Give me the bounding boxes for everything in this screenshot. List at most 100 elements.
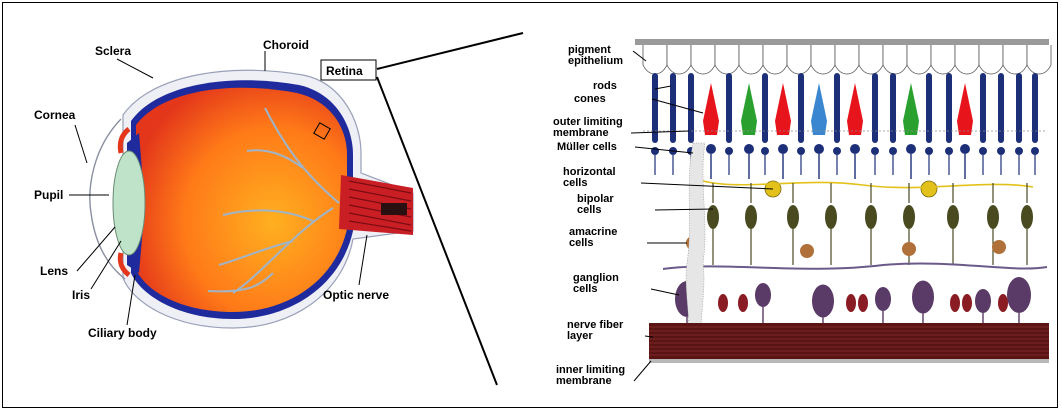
rod-cell xyxy=(688,73,694,143)
retina-label-line: epithelium xyxy=(568,55,623,67)
rod-cell xyxy=(998,73,1004,143)
bipolar-cell xyxy=(947,205,959,229)
pigment-cell xyxy=(1003,45,1027,74)
pigment-cell xyxy=(955,45,979,74)
rod-nucleus xyxy=(725,147,733,155)
retina-label-10: inner limitingmembrane xyxy=(556,364,625,387)
rod-nucleus xyxy=(761,147,769,155)
rod-nucleus xyxy=(979,147,987,155)
retina-label-line: cones xyxy=(574,93,606,105)
pigment-cell xyxy=(643,45,667,74)
red-cone-cell xyxy=(703,83,719,135)
retina-label-line: rods xyxy=(593,80,617,92)
optic-nerve-label: Optic nerve xyxy=(323,288,389,302)
cone-nucleus xyxy=(706,144,716,154)
retina-label-2: cones xyxy=(574,93,606,105)
rod-cell xyxy=(1016,73,1022,143)
small-ganglion-cell xyxy=(718,294,728,312)
retina-label: Retina xyxy=(326,64,363,78)
retina-label-5: horizontalcells xyxy=(563,166,616,189)
retina-label-arrow xyxy=(635,147,693,153)
cone-nucleus xyxy=(850,144,860,154)
retina-label-line: cells xyxy=(577,204,601,216)
rod-cell xyxy=(798,73,804,143)
rod-nucleus xyxy=(1031,147,1039,155)
eye-cross-section: Sclera Choroid Retina Cornea Pupil Lens … xyxy=(34,38,413,340)
iris-label: Iris xyxy=(72,288,90,302)
cone-nucleus xyxy=(906,144,916,154)
small-ganglion-cell xyxy=(846,294,856,312)
small-ganglion-cell xyxy=(858,294,868,312)
pupil-label: Pupil xyxy=(34,188,63,202)
green-cone-cell xyxy=(741,83,757,135)
bipolar-cell xyxy=(787,205,799,229)
horizontal-cells xyxy=(703,181,1033,197)
photoreceptor-layer xyxy=(651,73,1039,179)
small-ganglion-cell xyxy=(950,294,960,312)
retina-label-arrow xyxy=(652,99,703,113)
retina-label-line: membrane xyxy=(556,375,612,387)
green-cone-cell xyxy=(903,83,919,135)
pigment-cell xyxy=(715,45,739,74)
small-ganglion-cell xyxy=(738,294,748,312)
retina-label-4: Müller cells xyxy=(557,141,617,153)
pigment-cell xyxy=(1027,45,1051,74)
retina-label-line: cells xyxy=(573,283,597,295)
pigment-cell xyxy=(931,45,955,74)
inner-plexiform-layer xyxy=(663,263,1047,269)
amacrine-cell xyxy=(800,244,814,258)
rod-nucleus xyxy=(945,147,953,155)
pigment-cell xyxy=(763,45,787,74)
pigment-cell xyxy=(787,45,811,74)
ganglion-cells xyxy=(675,277,1031,323)
pigment-cell xyxy=(859,45,883,74)
pigment-cell xyxy=(667,45,691,74)
ganglion-cell-large xyxy=(1007,277,1031,313)
rod-nucleus xyxy=(871,147,879,155)
rod-nucleus xyxy=(651,147,659,155)
rod-cell xyxy=(890,73,896,143)
rod-cell xyxy=(762,73,768,143)
eye-retina-diagram: Sclera Choroid Retina Cornea Pupil Lens … xyxy=(3,3,1059,409)
ganglion-cell-large xyxy=(912,281,934,314)
horizontal-process xyxy=(703,181,1033,188)
pigment-cell xyxy=(883,45,907,74)
retina-label-7: amacrinecells xyxy=(569,226,617,249)
cone-nucleus xyxy=(744,144,754,154)
lens-label: Lens xyxy=(40,264,68,278)
rod-cell xyxy=(670,73,676,143)
cone-nucleus xyxy=(814,144,824,154)
pigment-epithelium-cells xyxy=(643,45,1051,74)
pigment-cell xyxy=(979,45,1003,74)
cone-nucleus xyxy=(960,144,970,154)
rod-nucleus xyxy=(833,147,841,155)
blue-cone-cell xyxy=(811,83,827,135)
ganglion-cell xyxy=(755,283,771,307)
bipolar-cell xyxy=(987,205,999,229)
rod-cell xyxy=(926,73,932,143)
cornea-label: Cornea xyxy=(34,108,76,122)
rod-cell xyxy=(1032,73,1038,143)
pigment-cell xyxy=(835,45,859,74)
rod-cell xyxy=(726,73,732,143)
ganglion-cell-large xyxy=(812,285,834,318)
rod-cell xyxy=(946,73,952,143)
amacrine-cell xyxy=(902,242,916,256)
red-cone-cell xyxy=(957,83,973,135)
retina-label-line: membrane xyxy=(553,127,609,139)
bipolar-cell xyxy=(865,205,877,229)
bipolar-cell xyxy=(745,205,757,229)
bipolar-cell xyxy=(903,205,915,229)
inner-limiting-membrane xyxy=(649,359,1049,363)
retina-label-8: ganglioncells xyxy=(573,272,619,295)
small-ganglion-cell xyxy=(998,294,1008,312)
retina-label-1: rods xyxy=(593,80,617,92)
vitreous-body xyxy=(136,88,347,312)
pigment-cell xyxy=(739,45,763,74)
ciliary-body-label: Ciliary body xyxy=(88,326,157,340)
bipolar-cell xyxy=(825,205,837,229)
rod-cell xyxy=(980,73,986,143)
